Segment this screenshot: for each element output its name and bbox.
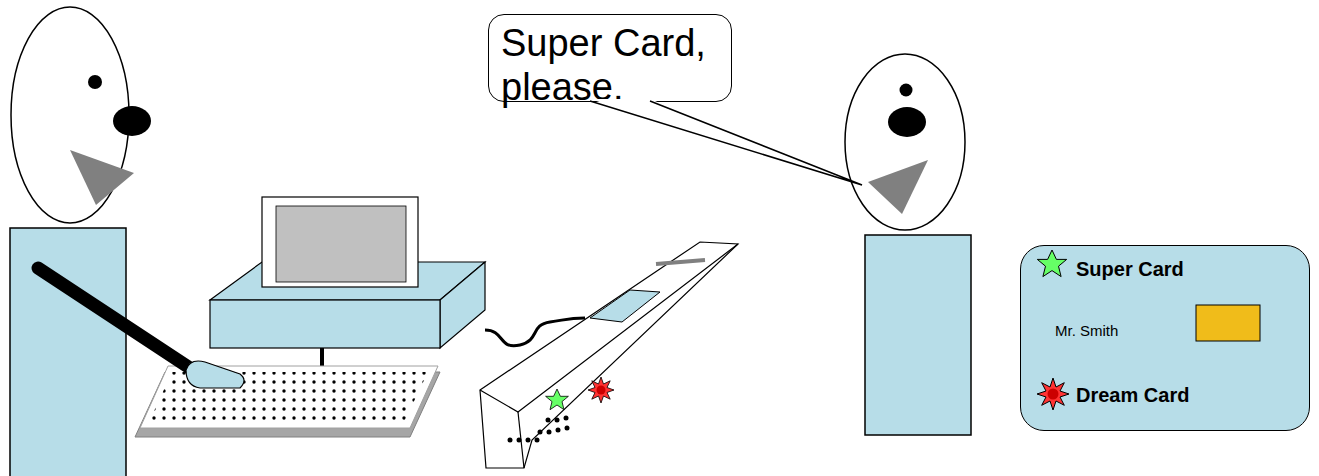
cardholder-name: Mr. Smith — [1055, 322, 1118, 339]
reader-display — [590, 290, 660, 322]
card-slot — [656, 260, 705, 264]
bubble-tail-fill — [590, 99, 862, 185]
clerk-mouth — [70, 150, 134, 205]
keyboard-cable — [320, 348, 324, 366]
mouse — [186, 361, 244, 388]
card-name: Super Card — [1076, 258, 1184, 281]
monitor-frame — [262, 197, 418, 287]
bubble-text: Super Card, please. — [501, 21, 719, 109]
card-reader-edge — [480, 244, 738, 412]
reader-keys — [508, 416, 570, 443]
computer-base-front — [210, 300, 440, 348]
super-card-button — [546, 389, 569, 410]
clerk-nose — [113, 106, 151, 136]
customer-nose — [888, 107, 926, 137]
card-reader — [480, 242, 738, 468]
card-name: Dream Card — [1076, 384, 1189, 407]
monitor-screen — [276, 206, 406, 282]
payment-card: Super CardMr. SmithDream Card — [1020, 245, 1310, 431]
bubble-tail — [590, 101, 862, 185]
customer-mouth — [868, 160, 928, 214]
pointer-stick — [38, 268, 205, 378]
card-chip — [1196, 305, 1260, 341]
dream-card-button — [588, 377, 614, 403]
customer-body — [865, 235, 971, 435]
clerk-body — [10, 228, 126, 476]
dream-card-burst — [1037, 378, 1069, 410]
super-card-star — [1037, 250, 1066, 277]
customer-head — [845, 54, 965, 230]
clerk-eye — [88, 75, 102, 89]
customer-eye — [900, 84, 913, 97]
speech-bubble: Super Card, please. — [488, 14, 732, 102]
computer-base-side — [440, 262, 485, 348]
keyboard-top — [140, 366, 438, 428]
